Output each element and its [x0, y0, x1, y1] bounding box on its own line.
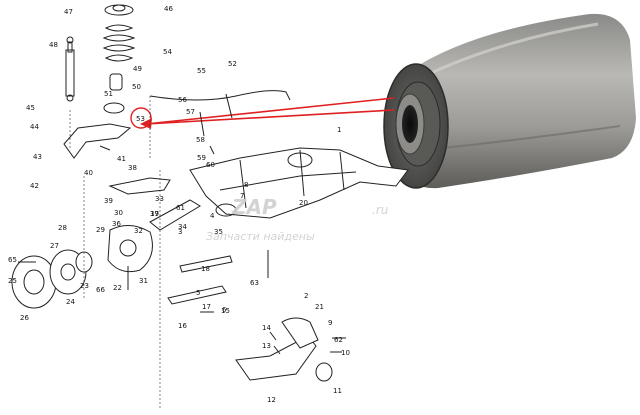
watermark: ZAP .ru Запчасти найдены — [206, 195, 389, 243]
callout-label: 50 — [132, 83, 141, 91]
callout-label: 45 — [26, 104, 35, 112]
callout-label: 9 — [328, 319, 332, 327]
callout-label: 47 — [64, 8, 73, 16]
callout-label: 35 — [214, 228, 223, 236]
callout-label: 51 — [104, 90, 113, 98]
line-art — [11, 4, 409, 382]
callout-label: 56 — [178, 96, 187, 104]
callout-label: 66 — [96, 286, 105, 294]
callout-label: 27 — [50, 242, 59, 250]
bushing-photo — [383, 13, 636, 189]
callout-label: 58 — [196, 136, 205, 144]
callout-label: 26 — [20, 314, 29, 322]
callout-label: 18 — [201, 265, 210, 273]
leader-lines — [69, 96, 161, 410]
callout-label: 31 — [139, 277, 148, 285]
callout-label: 14 — [262, 324, 271, 332]
callout-label: 62 — [334, 336, 343, 344]
callout-label: 55 — [197, 67, 206, 75]
callout-labels: 47 46 48 49 50 51 45 44 43 42 41 40 39 3… — [8, 5, 350, 404]
callout-label: 12 — [267, 396, 276, 404]
callout-label: 15 — [221, 307, 230, 315]
callout-label: 13 — [262, 342, 271, 350]
callout-label: 46 — [164, 5, 173, 13]
watermark-suffix: .ru — [372, 203, 389, 217]
callout-label: 28 — [58, 224, 67, 232]
callout-label: 29 — [96, 226, 105, 234]
callout-label: 65 — [8, 256, 17, 264]
callout-label: 53 — [136, 115, 145, 123]
callout-label: 11 — [333, 387, 342, 395]
callout-label: 63 — [250, 279, 259, 287]
callout-label: 61 — [176, 204, 185, 212]
callout-label: 16 — [178, 322, 187, 330]
callout-label: 38 — [128, 164, 137, 172]
callout-label: 10 — [341, 349, 350, 357]
callout-label: 8 — [244, 181, 248, 189]
callout-label: 39 — [104, 197, 113, 205]
callout-label: 44 — [30, 123, 39, 131]
callout-label-highlighted: 52 — [228, 60, 237, 68]
callout-label: 32 — [134, 227, 143, 235]
callout-label: 41 — [117, 155, 126, 163]
callout-label: 19 — [150, 210, 159, 218]
callout-label: 5 — [196, 289, 200, 297]
callout-label: 1 — [337, 126, 341, 134]
highlight-ring — [130, 107, 152, 129]
callout-label: 23 — [80, 282, 89, 290]
watermark-tagline: Запчасти найдены — [206, 230, 315, 243]
callout-label: 36 — [112, 220, 121, 228]
callout-label: 20 — [299, 199, 308, 207]
pointer-arrow — [140, 97, 395, 129]
callout-label: 3 — [178, 228, 182, 236]
callout-label: 24 — [66, 298, 75, 306]
callout-label: 22 — [113, 284, 122, 292]
callout-label: 30 — [114, 209, 123, 217]
callout-label: 21 — [315, 303, 324, 311]
callout-label: 49 — [133, 65, 142, 73]
callout-label: 25 — [8, 277, 17, 285]
callout-label: 4 — [210, 212, 215, 220]
callout-label: 17 — [202, 303, 211, 311]
callout-label: 6 — [222, 306, 227, 314]
callout-label: 37 — [150, 210, 159, 218]
callout-label: 34 — [178, 223, 187, 231]
callout-label: 60 — [206, 161, 215, 169]
callout-label: 54 — [163, 48, 172, 56]
callout-label: 42 — [30, 182, 39, 190]
callout-label: 40 — [84, 169, 93, 177]
callout-label: 2 — [304, 292, 308, 300]
callout-label: 48 — [49, 41, 58, 49]
callout-label: 33 — [155, 195, 164, 203]
callout-label: 57 — [186, 108, 195, 116]
callout-label: 43 — [33, 153, 42, 161]
callout-label: 59 — [197, 154, 206, 162]
callout-label: 7 — [240, 192, 244, 200]
watermark-brand: ZAP — [231, 195, 277, 219]
